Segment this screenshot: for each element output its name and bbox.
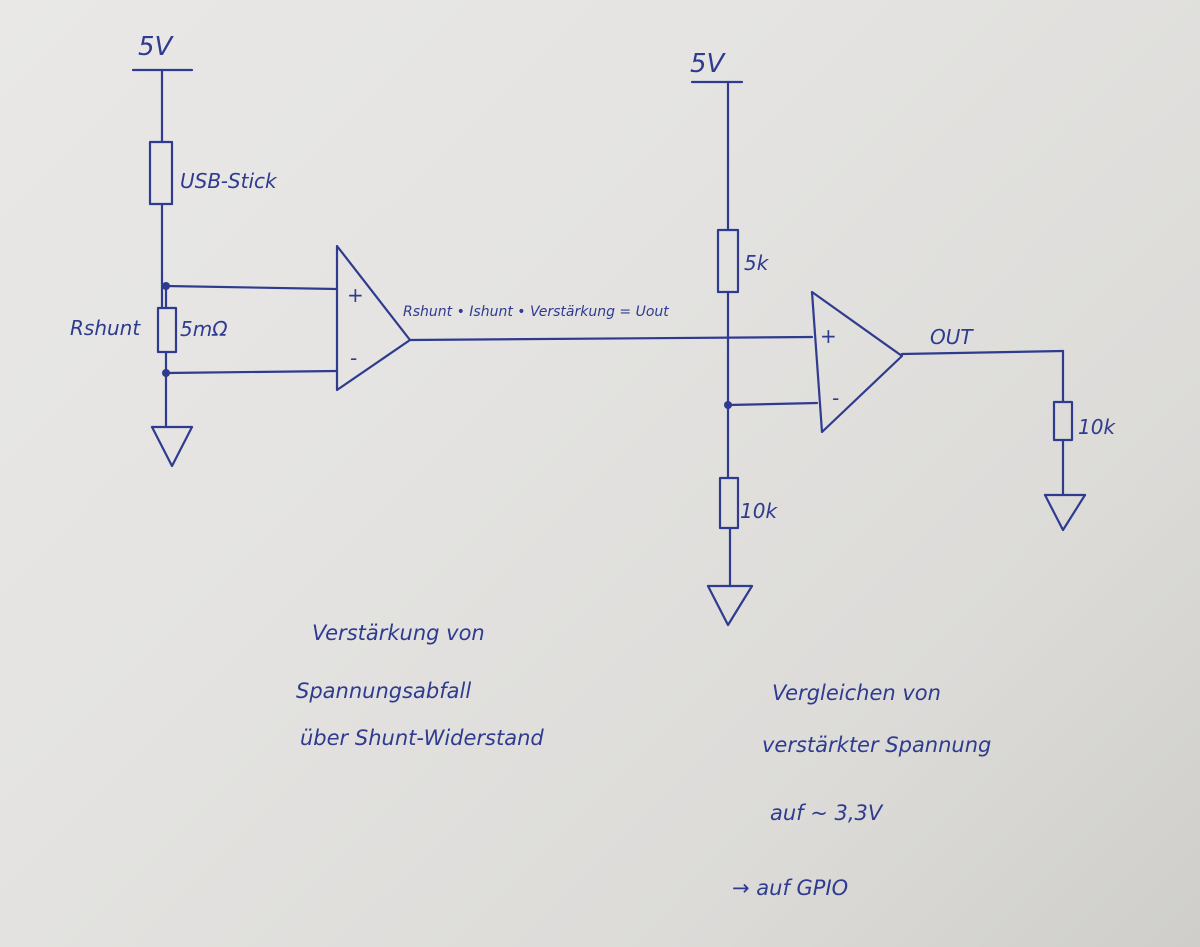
note-left-line-3: über Shunt-Widerstand bbox=[300, 726, 544, 750]
wire-to-opamp2-minus bbox=[726, 401, 819, 407]
resistor-5k-label: 5k bbox=[744, 251, 770, 275]
opamp2-plus-sign: + bbox=[820, 324, 837, 348]
right-supply-label: 5V bbox=[690, 49, 727, 79]
note-left-line-2: Spannungsabfall bbox=[296, 679, 471, 703]
equation-label: Rshunt • Ishunt • Verstärkung = Uout bbox=[403, 304, 669, 320]
opamp-amplifier: + - bbox=[335, 244, 412, 392]
opamp2-minus-sign: - bbox=[832, 386, 839, 410]
note-right-line-2: verstärkter Spannung bbox=[762, 733, 991, 757]
shunt-value-label: 5mΩ bbox=[180, 317, 228, 341]
resistor-10k-output: 10k bbox=[1052, 400, 1116, 442]
opamp-comparator: + - bbox=[810, 290, 904, 434]
opamp1-plus-sign: + bbox=[347, 283, 364, 307]
note-left-line-1: Verstärkung von bbox=[312, 621, 485, 645]
left-supply-symbol: 5V bbox=[131, 32, 194, 72]
resistor-10k-divider: 10k bbox=[718, 476, 778, 530]
shunt-name-label: Rshunt bbox=[70, 316, 141, 340]
wire-out bbox=[900, 349, 1065, 356]
resistor-10k-output-label: 10k bbox=[1078, 415, 1116, 439]
opamp1-minus-sign: - bbox=[350, 346, 357, 370]
wire-uout bbox=[408, 335, 814, 342]
ground-left-icon bbox=[150, 425, 194, 468]
note-right-line-3: auf ~ 3,3V bbox=[770, 801, 884, 825]
shunt-resistor: Rshunt 5mΩ bbox=[70, 306, 228, 354]
note-right-line-1: Vergleichen von bbox=[772, 681, 941, 705]
usb-stick-label: USB-Stick bbox=[180, 169, 278, 193]
note-right-line-4: → auf GPIO bbox=[732, 876, 848, 900]
wire-to-opamp1-minus bbox=[164, 369, 339, 375]
left-supply-label: 5V bbox=[138, 32, 175, 62]
resistor-10k-divider-label: 10k bbox=[740, 499, 778, 523]
right-supply-symbol: 5V bbox=[690, 49, 744, 84]
out-label: OUT bbox=[930, 325, 974, 349]
note-left: Verstärkung von Spannungsabfall über Shu… bbox=[296, 621, 544, 750]
ground-right-icon bbox=[706, 584, 754, 627]
note-right: Vergleichen von verstärkter Spannung auf… bbox=[732, 681, 991, 900]
ground-output-icon bbox=[1043, 493, 1087, 532]
resistor-5k: 5k bbox=[716, 228, 770, 294]
wire-to-opamp1-plus bbox=[164, 284, 339, 291]
usb-stick-resistor: USB-Stick bbox=[148, 140, 278, 206]
